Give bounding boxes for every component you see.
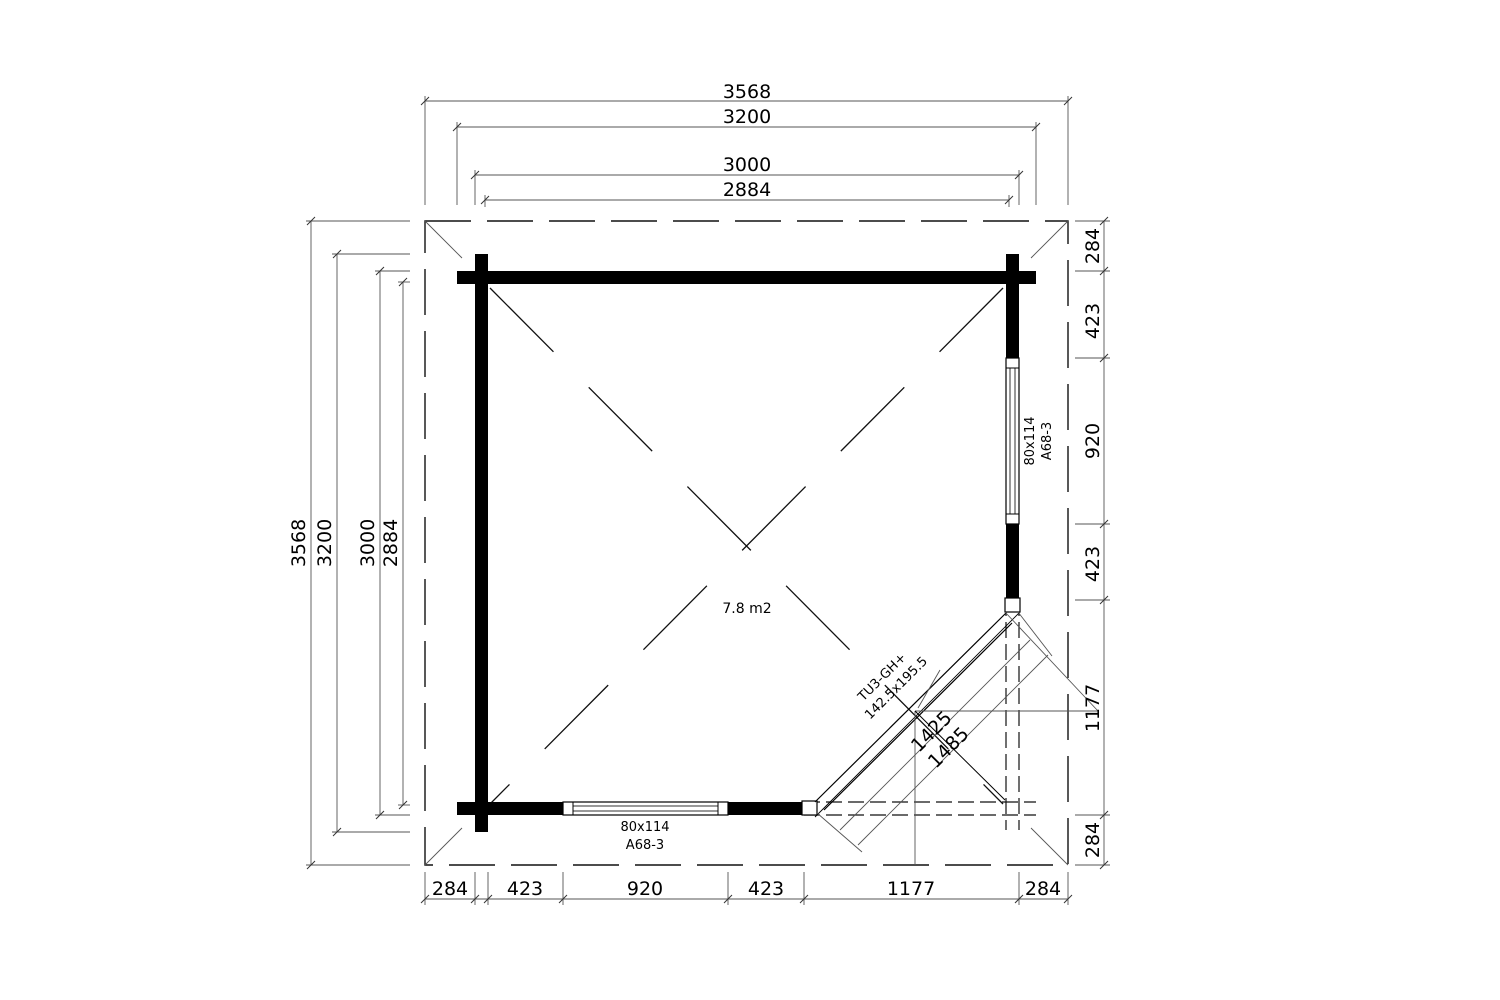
dim-right-6: 284: [1082, 822, 1104, 858]
walls: [457, 254, 1036, 832]
dim-bottom-4: 423: [748, 878, 784, 900]
dim-right-4: 423: [1082, 546, 1104, 582]
dim-top-roof: 3200: [723, 106, 771, 128]
dim-right-5: 1177: [1082, 684, 1104, 732]
window-bottom-label: 80x114 A68-3: [620, 820, 669, 853]
dim-left-overall: 3568: [288, 519, 310, 567]
window-right-size: 80x114: [1023, 416, 1038, 465]
dim-right-3: 920: [1082, 423, 1104, 459]
dim-left-roof: 3200: [314, 519, 336, 567]
dim-bottom-5: 1177: [887, 878, 935, 900]
room-area-label: 7.8 m2: [722, 601, 771, 617]
window-right-label: 80x114 A68-3: [1023, 416, 1055, 465]
right-dimensions: 284 423 920 423 1177 284: [1075, 216, 1110, 870]
dim-left-walls: 3000: [357, 519, 379, 567]
dim-bottom-2: 423: [507, 878, 543, 900]
dim-right-2: 423: [1082, 303, 1104, 339]
window-right-code: A68-3: [1040, 422, 1055, 460]
corner-door: [801, 597, 1099, 865]
window-right: [1005, 357, 1020, 525]
roof-outline: [424, 220, 1069, 866]
dim-bottom-3: 920: [627, 878, 663, 900]
door-label: TU3-GH+ 142.5x195.5 1425 1485: [855, 650, 974, 772]
bottom-dimensions: 284 423 920 423 1177 284: [420, 872, 1073, 905]
window-bottom-code: A68-3: [626, 838, 664, 853]
window-bottom: [562, 801, 729, 816]
dim-top-overall: 3568: [723, 81, 771, 103]
dim-right-1: 284: [1082, 228, 1104, 264]
window-bottom-size: 80x114: [620, 820, 669, 835]
dim-top-walls: 3000: [723, 154, 771, 176]
top-dimensions: 3568 3200 3000 2884: [420, 81, 1073, 207]
dim-bottom-1: 284: [432, 878, 468, 900]
left-dimensions: 3568 3200 3000 2884: [288, 216, 410, 870]
dim-top-inner: 2884: [723, 179, 771, 201]
roof-hip-lines: [489, 287, 1004, 805]
dim-bottom-6: 284: [1025, 878, 1061, 900]
dim-left-inner: 2884: [380, 519, 402, 567]
